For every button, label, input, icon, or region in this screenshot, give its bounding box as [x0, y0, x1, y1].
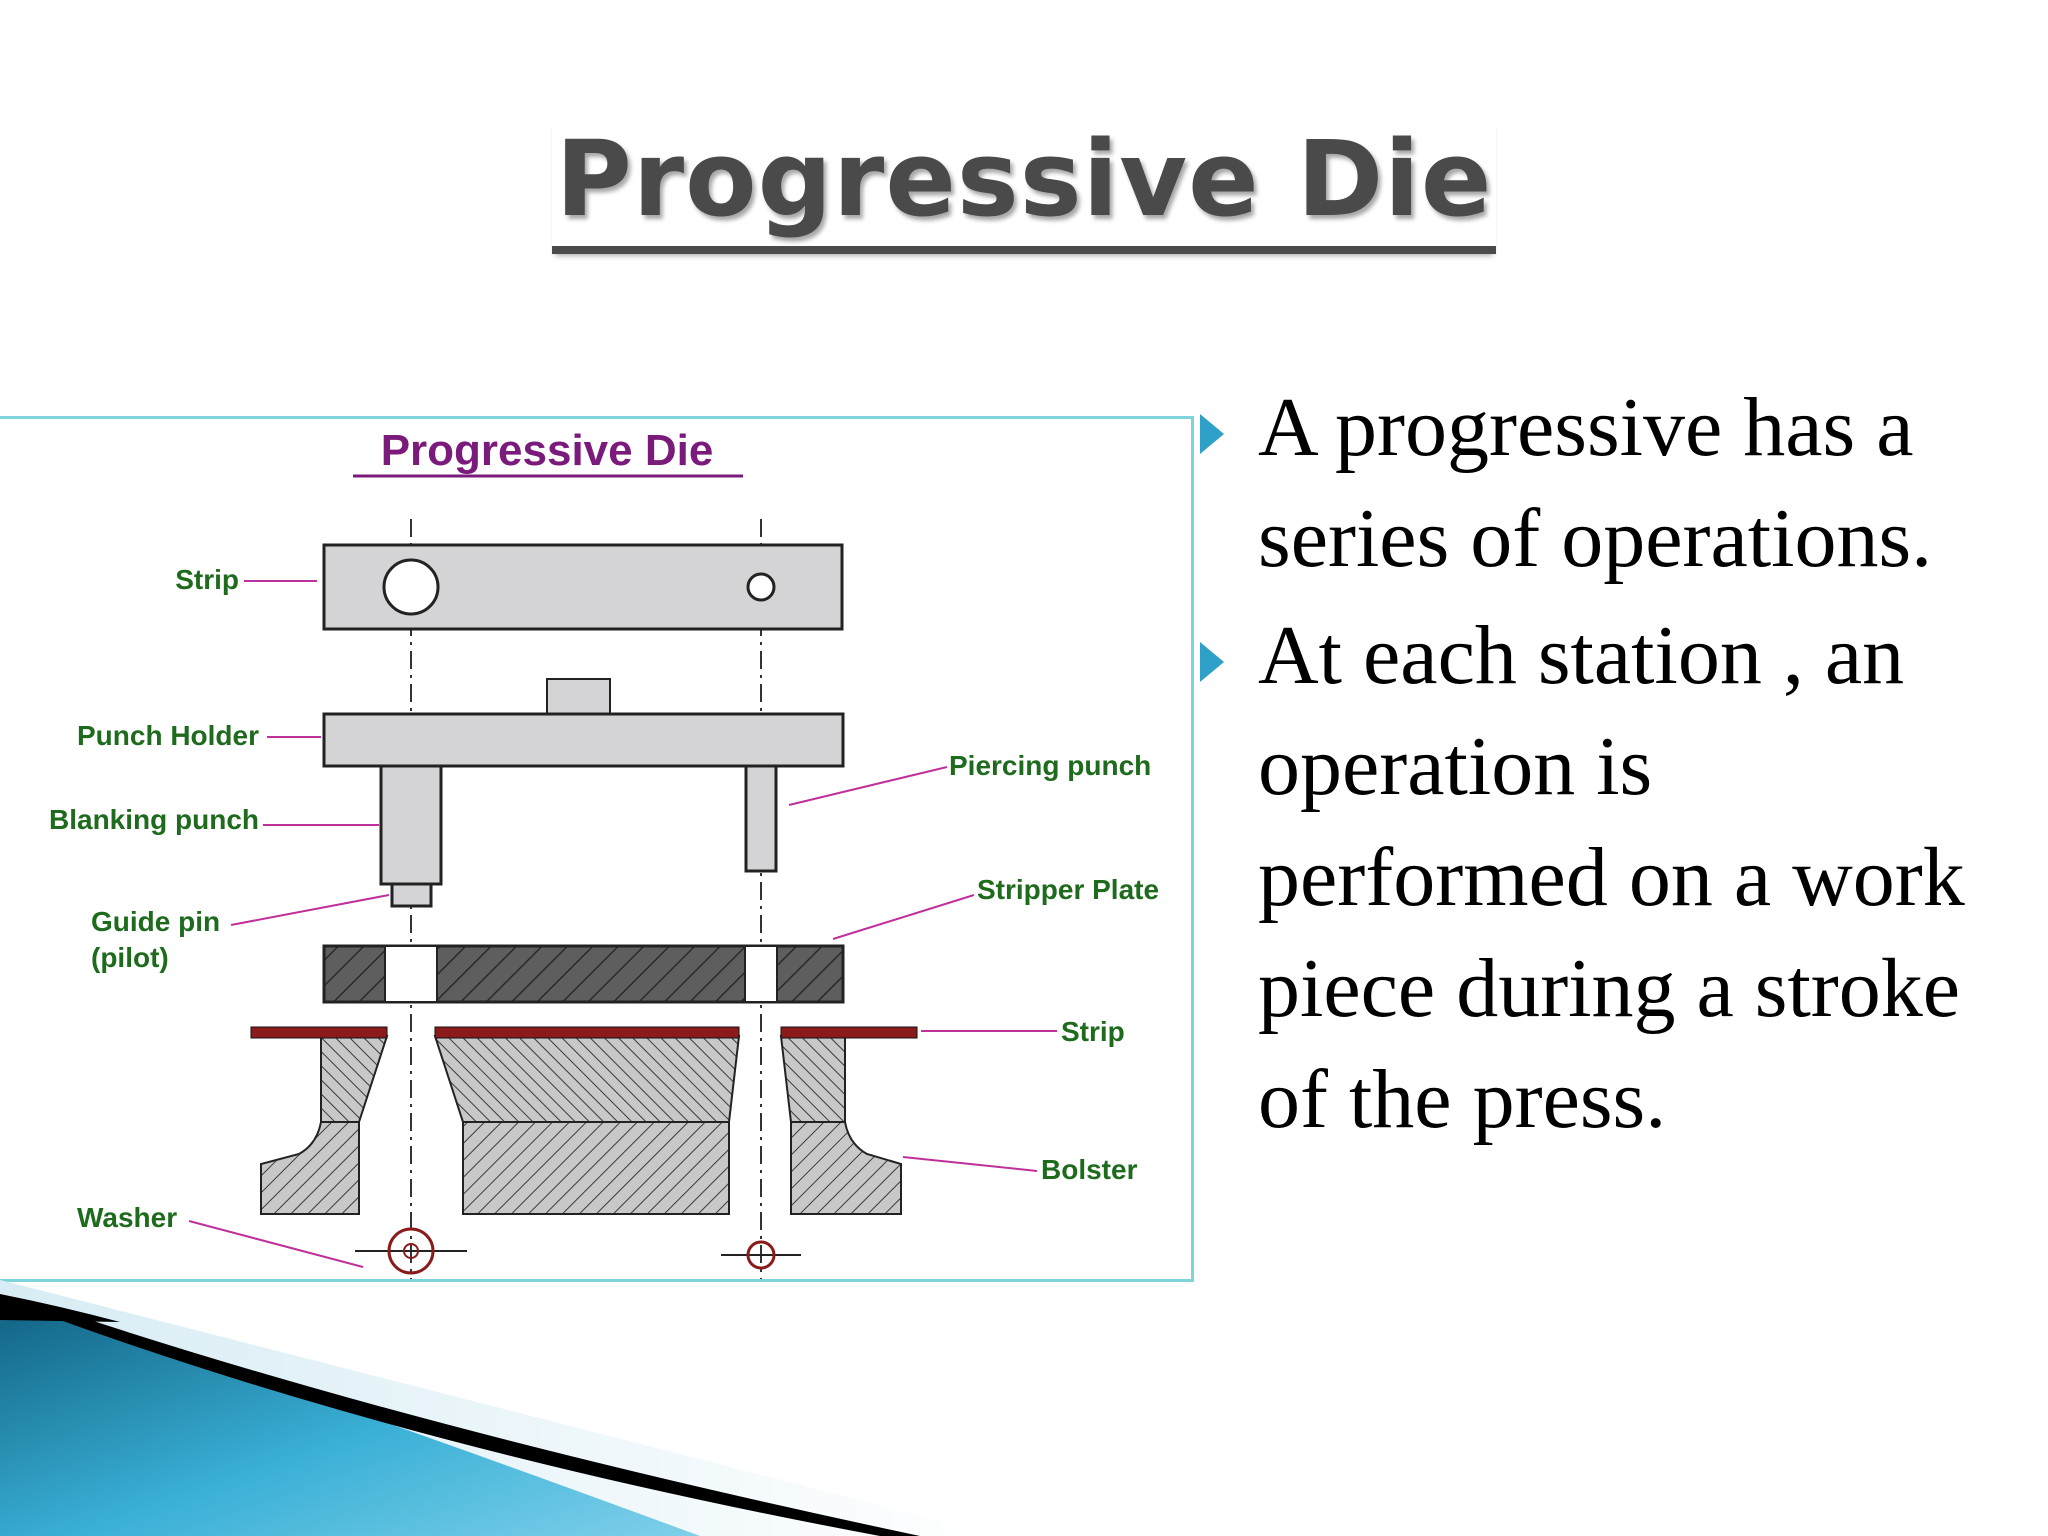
leader-lines	[188, 580, 1057, 1268]
bolster-left	[260, 1121, 360, 1215]
progressive-die-diagram: Progressive Die	[0, 416, 1194, 1282]
label-blanking-punch: Blanking punch	[49, 804, 259, 835]
label-stripper-plate: Stripper Plate	[977, 874, 1159, 905]
bullet-list: A progressive has a series of operations…	[1200, 372, 2020, 1161]
pierce-hole	[746, 572, 776, 602]
label-guide-pin-sub: (pilot)	[91, 942, 169, 973]
decorative-swoosh	[0, 1280, 1000, 1536]
blank-hole	[382, 558, 440, 616]
bolster-middle	[462, 1121, 730, 1215]
stripper-hole-right	[744, 945, 778, 1003]
guide-pin	[390, 882, 433, 908]
stripper-hole-left	[384, 945, 438, 1003]
red-strip-right	[780, 1026, 918, 1039]
label-guide-pin: Guide pin	[91, 906, 220, 937]
shank	[546, 678, 611, 715]
die-block-left	[320, 1035, 389, 1123]
slide-title-text: Progressive Die	[551, 118, 1497, 254]
die-block-right	[779, 1035, 846, 1123]
red-strip-middle	[434, 1026, 740, 1039]
slide-title: Progressive Die	[0, 118, 2048, 254]
piercing-punch	[744, 764, 778, 873]
die-block-middle	[433, 1035, 741, 1123]
label-piercing-punch: Piercing punch	[949, 750, 1151, 781]
red-strip-left	[250, 1026, 388, 1039]
bullet-text: A progressive has a series of operations…	[1258, 381, 1933, 585]
label-bolster: Bolster	[1041, 1154, 1138, 1185]
bullet-arrow-icon	[1200, 642, 1224, 682]
blanking-punch	[379, 764, 443, 886]
bullet-text: At each station , an operation is perfor…	[1258, 609, 1965, 1146]
bullet-arrow-icon	[1200, 414, 1224, 454]
label-washer: Washer	[77, 1202, 177, 1233]
label-strip-top: Strip	[175, 564, 239, 595]
punch-holder	[322, 712, 845, 768]
bolster-right	[790, 1121, 902, 1215]
figure-title: Progressive Die	[381, 426, 714, 475]
label-strip-bottom: Strip	[1061, 1016, 1125, 1047]
label-punch-holder: Punch Holder	[77, 720, 259, 751]
bullet-item: A progressive has a series of operations…	[1200, 372, 2020, 594]
washer-right	[721, 1240, 801, 1270]
washer-left	[355, 1227, 467, 1275]
bullet-item: At each station , an operation is perfor…	[1200, 600, 2020, 1155]
